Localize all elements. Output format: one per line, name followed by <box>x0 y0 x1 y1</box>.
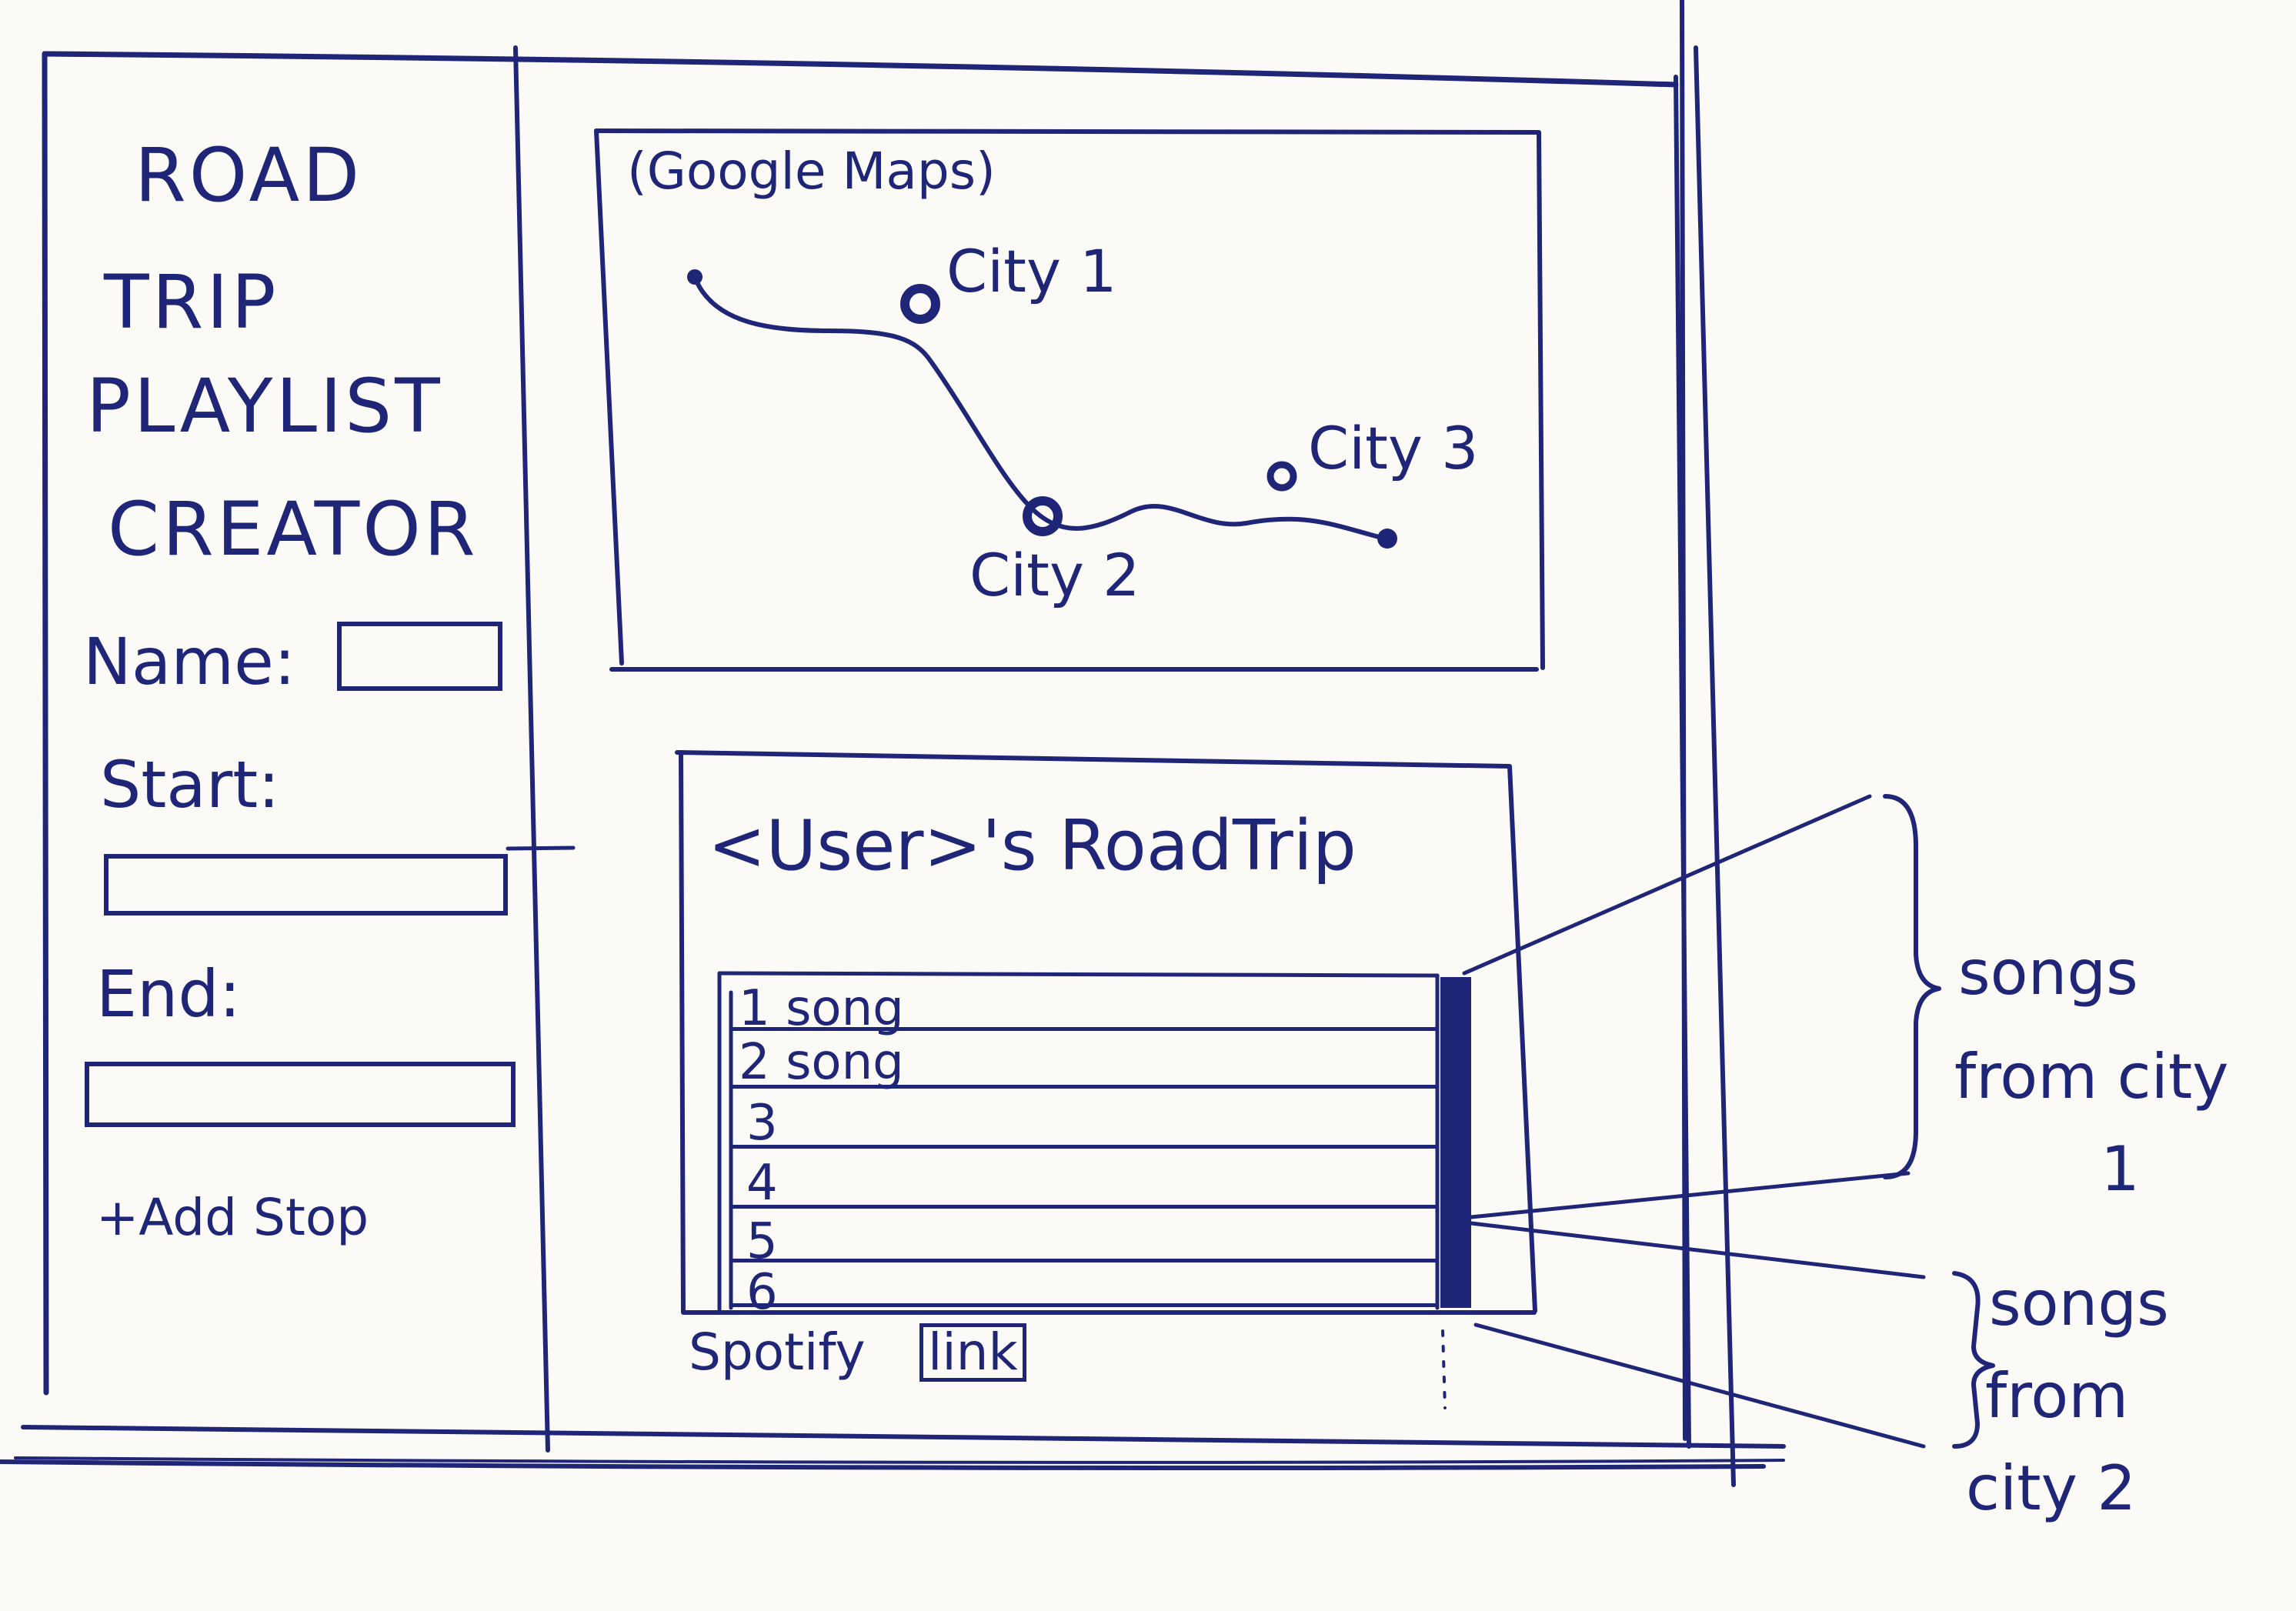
name-input[interactable] <box>337 622 502 691</box>
list-item[interactable]: 3 <box>731 1089 1437 1152</box>
annotation-city1-line-3: 1 <box>2101 1133 2140 1205</box>
start-input[interactable] <box>104 854 508 916</box>
song-label: 1 song <box>739 980 904 1037</box>
song-label: 4 <box>746 1155 778 1212</box>
annotation-city1-line-2: from city <box>1954 1041 2229 1112</box>
list-item[interactable]: 2 song <box>731 1031 1437 1091</box>
start-label: Start: <box>100 747 280 822</box>
map-city-2: City 2 <box>969 541 1140 609</box>
map-city-1: City 1 <box>946 237 1117 305</box>
app-title-line-1: ROAD <box>135 132 363 218</box>
app-title-line-4: CREATOR <box>108 486 479 572</box>
app-title-line-2: TRIP <box>104 259 279 345</box>
spotify-link[interactable]: link <box>919 1323 1026 1382</box>
playlist-title: <User>'s RoadTrip <box>708 806 1357 886</box>
playlist-scrollbar[interactable] <box>1440 977 1471 1308</box>
list-item[interactable]: 1 song <box>731 977 1437 1037</box>
annotation-city2-line-3: city 2 <box>1966 1453 2137 1524</box>
app-title-line-3: PLAYLIST <box>86 363 443 449</box>
list-item[interactable]: 4 <box>731 1149 1437 1212</box>
add-stop-button[interactable]: +Add Stop <box>96 1188 369 1247</box>
annotation-city2-line-2: from <box>1985 1360 2129 1432</box>
song-label: 5 <box>746 1213 778 1270</box>
song-label: 2 song <box>739 1034 904 1091</box>
map-label: (Google Maps) <box>627 142 996 201</box>
name-label: Name: <box>83 624 296 699</box>
end-label: End: <box>96 956 241 1032</box>
annotation-city1-line-1: songs <box>1958 937 2138 1009</box>
list-item[interactable]: 6 <box>731 1262 1437 1321</box>
list-item[interactable]: 5 <box>731 1209 1437 1270</box>
map-city-3: City 3 <box>1308 414 1479 482</box>
end-input[interactable] <box>85 1062 516 1127</box>
annotation-city2-line-1: songs <box>1989 1268 2169 1339</box>
song-label: 6 <box>746 1264 778 1321</box>
spotify-label: Spotify <box>689 1322 866 1382</box>
song-label: 3 <box>746 1095 778 1152</box>
